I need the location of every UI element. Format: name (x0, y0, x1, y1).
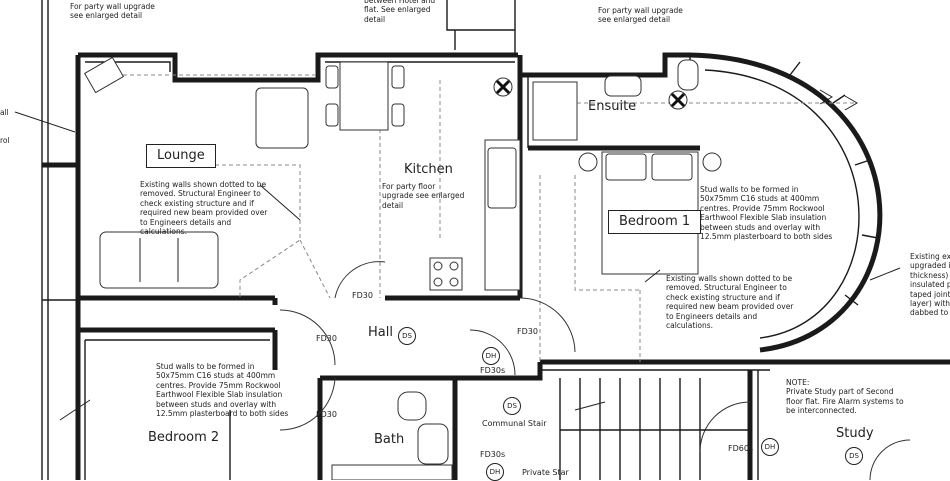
ensuite-wc (677, 59, 699, 91)
room-label-ensuite: Ensuite (588, 99, 637, 114)
room-label-study: Study (836, 426, 874, 441)
study-note: NOTE: Private Study part of Second floor… (786, 378, 904, 416)
room-label-lounge: Lounge (146, 144, 216, 169)
hotel-wall (446, 0, 516, 55)
lounge-top-wall (78, 52, 518, 83)
hall-left-wall (78, 298, 278, 370)
bay-inner-curve (704, 69, 860, 339)
cut-note-2: rol (0, 136, 10, 145)
room-label-communal-stair: Communal Stair (482, 419, 547, 428)
party-floor-note: For party floor upgrade see enlarged det… (382, 182, 465, 210)
top-wall-inner (85, 61, 515, 72)
bay-wall-curve (689, 52, 883, 353)
door-tag-fd30-hall: FD30 (316, 334, 337, 343)
leader-lines (14, 111, 901, 421)
hob (429, 257, 463, 291)
door-tag-fd30-kitchen: FD30 (352, 291, 373, 300)
room-label-bedroom2: Bedroom 2 (148, 430, 220, 445)
stud-walls-note-right: Stud walls to be formed in 50x75mm C16 s… (700, 185, 833, 241)
study-walls (747, 359, 950, 480)
kitchen-sink (487, 147, 517, 209)
sofa (99, 231, 219, 289)
heat-detector-study: DH (761, 438, 779, 456)
existing-walls-note-lounge: Existing walls shown dotted to be remove… (140, 180, 268, 236)
door-tag-fd60s: FD60s (728, 444, 754, 453)
tv-unit (83, 56, 125, 94)
heat-detector-hall: DH (482, 347, 500, 365)
arrow-head-right (819, 89, 858, 111)
existing-walls-note-bedroom: Existing walls shown dotted to be remove… (666, 274, 794, 330)
cut-note-1: all (0, 108, 9, 117)
room-label-kitchen: Kitchen (404, 162, 453, 177)
bay-mullions (789, 61, 879, 306)
shower-tray (532, 81, 578, 141)
party-wall-note-left: For party wall upgrade see enlarged deta… (70, 2, 155, 21)
room-label-bath: Bath (374, 432, 405, 447)
smoke-detector-stair: DS (503, 397, 521, 415)
bedroom2-walls (84, 340, 231, 480)
door-tag-fd30s-stair: FD30s (480, 450, 506, 459)
removed-walls-bedroom (539, 175, 641, 362)
smoke-detector-study: DS (845, 447, 863, 465)
dining-table (339, 61, 389, 131)
bath-basin (417, 423, 449, 465)
hotel-flat-note: between Hotel and flat. See enlarged det… (364, 0, 436, 24)
external-wall-note: Existing ext upgraded i thickness) insul… (910, 252, 950, 318)
dashed-arrow-top (95, 74, 855, 104)
stud-walls-note-left: Stud walls to be formed in 50x75mm C16 s… (156, 362, 289, 418)
room-label-bedroom1: Bedroom 1 (608, 210, 702, 235)
bath-wc (397, 391, 427, 421)
bedside-lamp-left (578, 152, 598, 172)
stair-treads (559, 378, 701, 480)
ensuite-top-wall (520, 52, 690, 78)
hall-door-swings (279, 261, 911, 480)
stair-core-wall (455, 362, 543, 381)
room-label-private-stair: Private Star (522, 468, 569, 477)
removed-walls-lounge (180, 80, 441, 299)
ensuite-basin (604, 75, 642, 97)
smoke-detector-hall: DS (398, 327, 416, 345)
bedside-lamp-right (702, 152, 722, 172)
study-partitions (700, 370, 759, 480)
outer-wall-left-lines (41, 0, 78, 480)
door-tag-fd30-bedroom2: FD30 (316, 410, 337, 419)
heat-detector-stair: DH (486, 463, 504, 481)
room-label-hall: Hall (368, 325, 393, 340)
armchair (255, 87, 309, 149)
party-wall-note-right: For party wall upgrade see enlarged deta… (598, 6, 683, 25)
door-tag-fd30-bedroom1: FD30 (517, 327, 538, 336)
door-tag-fd30s-hall: FD30s (480, 366, 506, 375)
bathtub (331, 464, 453, 480)
